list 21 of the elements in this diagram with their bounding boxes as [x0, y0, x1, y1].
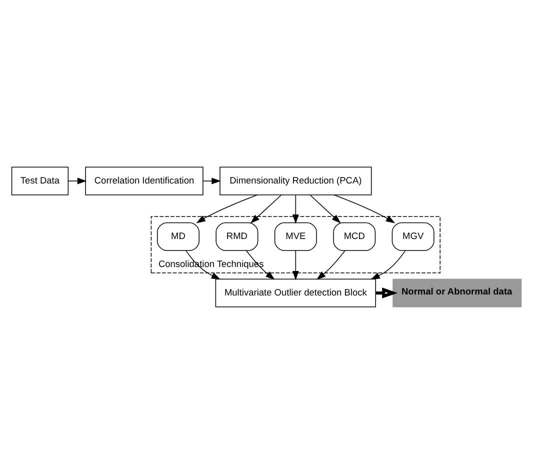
arrow	[246, 250, 275, 280]
arrow	[310, 194, 341, 224]
arrow	[250, 194, 282, 224]
arrow	[292, 194, 299, 224]
node-box: MGV	[392, 222, 434, 251]
arrow	[68, 178, 87, 184]
arrow	[334, 194, 396, 224]
node-box: Multivariate Outlier detection Block	[215, 278, 376, 308]
arrow	[292, 250, 299, 280]
node-box: MD	[157, 222, 200, 251]
node-box: Test Data	[11, 166, 69, 196]
node-box: RMD	[216, 222, 258, 251]
node-box: Correlation Identification	[85, 166, 204, 196]
node-box: MVE	[274, 222, 317, 251]
node-box: Dimensionality Reduction (PCA)	[220, 166, 372, 196]
arrow	[196, 194, 258, 224]
node-box: MCD	[333, 222, 376, 251]
arrow	[316, 250, 346, 280]
arrow	[370, 250, 406, 280]
arrow	[202, 178, 221, 184]
node-box: Normal or Abnormal data	[392, 278, 522, 308]
